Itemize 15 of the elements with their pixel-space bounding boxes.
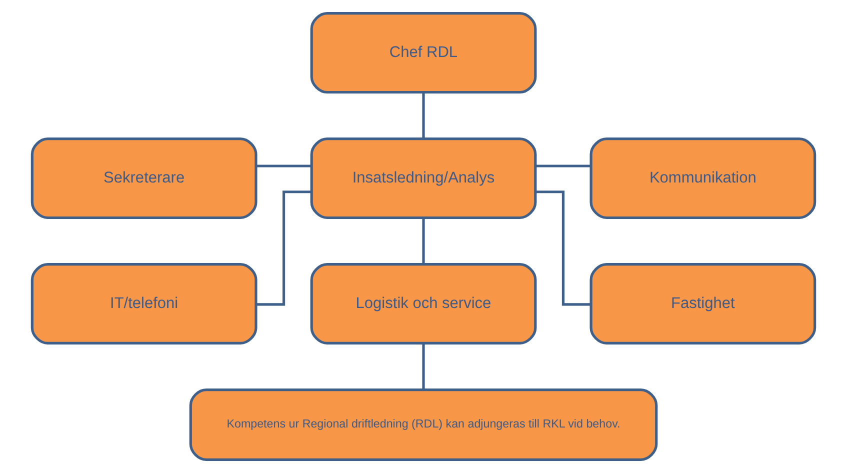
node-box: IT/telefoni: [30, 263, 257, 345]
node-box: Logistik och service: [310, 263, 536, 345]
node-box: Fastighet: [589, 263, 816, 345]
connector: [535, 190, 590, 306]
connector: [535, 164, 590, 168]
node-box: Chef RDL: [310, 12, 536, 94]
node-box: Insatsledning/Analys: [310, 138, 536, 220]
node-box: Sekreterare: [30, 138, 257, 220]
connector: [422, 343, 424, 390]
connector: [256, 164, 311, 168]
connector: [422, 218, 424, 264]
connector: [422, 92, 424, 138]
node-box: Kommunikation: [589, 138, 816, 220]
connector: [256, 190, 311, 306]
node-box: Kompetens ur Regional driftledning (RDL) kan adjungeras till RKL vid behov.: [188, 388, 658, 461]
